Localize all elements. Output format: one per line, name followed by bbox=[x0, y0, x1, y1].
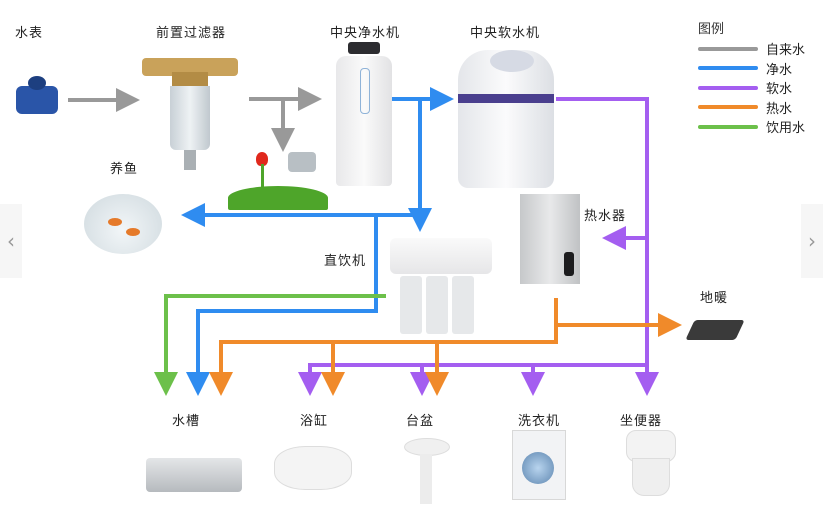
legend-swatch bbox=[698, 66, 758, 71]
label-floor-heating: 地暖 bbox=[700, 291, 729, 306]
label-water-heater: 热水器 bbox=[584, 209, 627, 224]
legend-item-pure-water: 净水 bbox=[698, 59, 805, 79]
label-central-purifier: 中央净水机 bbox=[330, 26, 401, 41]
prefilter-image bbox=[142, 52, 238, 172]
pipe-soft-bus bbox=[298, 363, 647, 396]
label-drinking-machine: 直饮机 bbox=[324, 254, 367, 269]
fish-bowl-image bbox=[80, 188, 166, 260]
label-fish: 养鱼 bbox=[110, 162, 139, 177]
legend-title: 图例 bbox=[698, 22, 725, 37]
label-washing-machine: 洗衣机 bbox=[518, 414, 561, 429]
legend-swatch bbox=[698, 105, 758, 110]
label-sink: 水槽 bbox=[172, 414, 201, 429]
label-prefilter: 前置过滤器 bbox=[156, 26, 227, 41]
central-softener-image bbox=[456, 42, 556, 190]
legend-swatch bbox=[698, 124, 758, 129]
legend-swatch bbox=[698, 85, 758, 90]
legend-item-drinking-water: 饮用水 bbox=[698, 117, 805, 137]
carousel-next-button[interactable]: › bbox=[801, 204, 823, 278]
toilet-image bbox=[622, 430, 678, 496]
legend-item-soft-water: 软水 bbox=[698, 78, 805, 98]
central-purifier-image bbox=[336, 42, 392, 188]
label-toilet: 坐便器 bbox=[620, 414, 663, 429]
legend-item-hot-water: 热水 bbox=[698, 98, 805, 118]
pipe-drink-to-sink bbox=[154, 294, 386, 396]
sink-image bbox=[146, 438, 242, 494]
pipe-hot-main bbox=[209, 298, 558, 396]
water-meter-image bbox=[12, 72, 62, 120]
label-central-softener: 中央软水机 bbox=[470, 26, 541, 41]
chevron-right-icon: › bbox=[808, 229, 816, 253]
legend: 图例 自来水 净水 软水 热水 饮用水 bbox=[698, 18, 805, 137]
carousel-prev-button[interactable]: ‹ bbox=[0, 204, 22, 278]
floor-heating-image bbox=[685, 318, 746, 344]
label-basin: 台盆 bbox=[406, 414, 435, 429]
label-water-meter: 水表 bbox=[15, 26, 44, 41]
drinking-machine-image bbox=[388, 238, 496, 338]
bathtub-image bbox=[274, 440, 352, 492]
pipe-pure-to-sink bbox=[186, 215, 378, 396]
legend-swatch bbox=[698, 46, 758, 51]
water-heater-image bbox=[520, 194, 582, 284]
pipe-soft-main bbox=[556, 97, 659, 396]
legend-item-tap-water: 自来水 bbox=[698, 39, 805, 59]
basin-image bbox=[404, 432, 450, 506]
label-bathtub: 浴缸 bbox=[300, 414, 329, 429]
chevron-left-icon: ‹ bbox=[7, 229, 15, 253]
washing-machine-image bbox=[512, 430, 566, 500]
garden-image bbox=[228, 140, 328, 212]
